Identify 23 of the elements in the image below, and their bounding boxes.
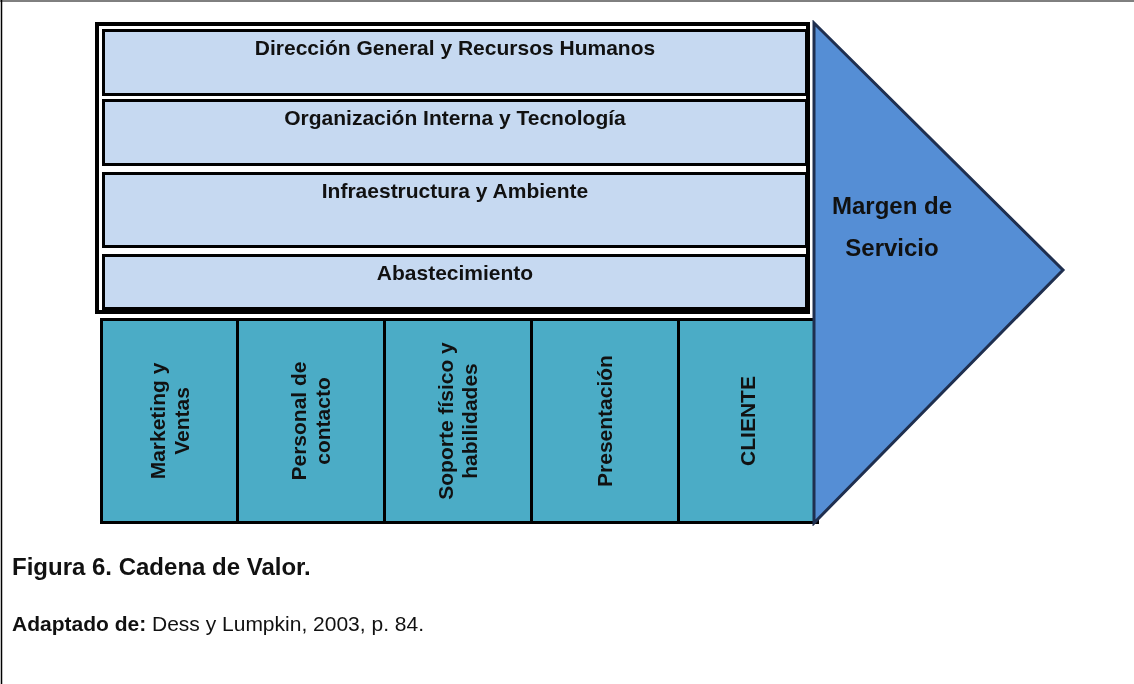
activity-label: CLIENTE (736, 375, 760, 468)
primary-activity-box (100, 318, 239, 524)
activity-label: Marketing y Ventas (145, 361, 194, 482)
primary-activity-box (383, 318, 533, 524)
support-activity-band (102, 254, 808, 310)
primary-activity-box (530, 318, 680, 524)
margin-arrow (812, 20, 1067, 526)
activity-label: Infraestructura y Ambiente (321, 179, 589, 203)
activity-label: Personal de contacto (287, 360, 335, 483)
support-activity-band (102, 29, 808, 96)
figure-caption: Figura 6. Cadena de Valor. (12, 553, 311, 581)
primary-activity-box (677, 318, 819, 524)
margin-label: Margen de Servicio (831, 191, 953, 263)
activity-label: Abastecimiento (376, 261, 534, 285)
primary-activity-box (236, 318, 386, 524)
support-activity-band (102, 172, 808, 248)
activity-label: Presentación (593, 354, 617, 489)
support-activity-band (102, 99, 808, 166)
source-note: Adaptado de: Dess y Lumpkin, 2003, p. 84. (12, 612, 424, 636)
activity-label: Organización Interna y Tecnología (284, 106, 626, 130)
support-activities-frame (95, 22, 810, 314)
activity-label: Dirección General y Recursos Humanos (254, 36, 656, 60)
activity-label: Soporte físico y habilidades (434, 341, 482, 502)
